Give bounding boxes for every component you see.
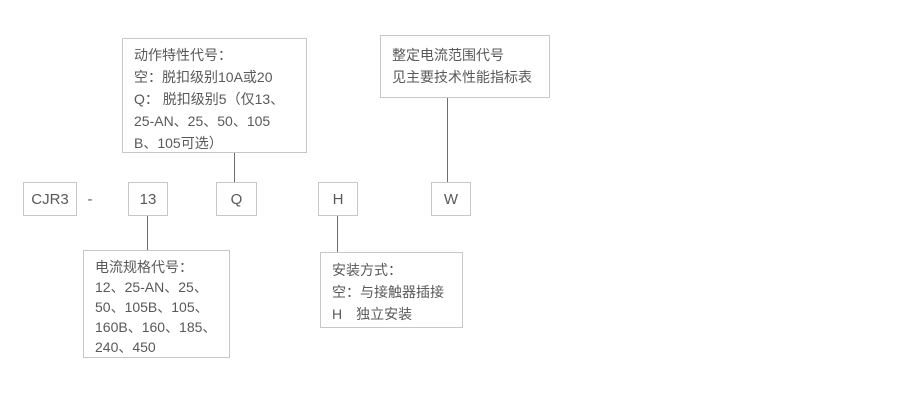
callout-mounting-method: 安装方式： 空：与接触器插接 H 独立安装 — [320, 252, 463, 328]
callout-text-line: 25-AN、25、50、105 — [134, 113, 271, 129]
callout-text-line: 空：脱扣级别10A或20 — [134, 69, 273, 85]
callout-text-line: 动作特性代号： — [134, 47, 232, 63]
callout-text-line: 见主要技术性能指标表 — [392, 69, 532, 85]
callout-action-characteristic: 动作特性代号： 空：脱扣级别10A或20 Q： 脱扣级别5（仅13、 25-AN… — [122, 38, 307, 153]
callout-text-line: 12、25-AN、25、 — [95, 279, 208, 295]
code-box-action-characteristic: Q — [216, 182, 257, 216]
code-box-current-spec: 13 — [128, 182, 168, 216]
callout-text-line: 电流规格代号： — [95, 259, 193, 275]
callout-current-spec: 电流规格代号： 12、25-AN、25、 50、105B、105、 160B、1… — [83, 250, 230, 358]
connector-h-to-mounting — [337, 216, 338, 252]
connector-13-to-current-spec — [147, 216, 148, 250]
model-code-separator: - — [87, 190, 93, 208]
callout-text-line: B、105可选） — [134, 135, 223, 151]
code-box-mounting: H — [318, 182, 358, 216]
callout-text-line: 空：与接触器插接 — [332, 284, 444, 300]
callout-text-line: H 独立安装 — [332, 306, 413, 322]
callout-text-line: Q： 脱扣级别5（仅13、 — [134, 91, 285, 107]
code-box-model-prefix: CJR3 — [23, 182, 77, 216]
callout-text-line: 160B、160、185、 — [95, 319, 217, 335]
callout-text-line: 240、450 — [95, 339, 156, 355]
callout-text-line: 安装方式： — [332, 262, 402, 278]
callout-text-line: 50、105B、105、 — [95, 299, 209, 315]
callout-text-line: 整定电流范围代号 — [392, 47, 504, 63]
callout-setting-current-range: 整定电流范围代号 见主要技术性能指标表 — [380, 35, 550, 98]
code-box-setting-range: W — [431, 182, 471, 216]
connector-action-to-q — [234, 153, 235, 182]
connector-range-to-w — [447, 98, 448, 182]
